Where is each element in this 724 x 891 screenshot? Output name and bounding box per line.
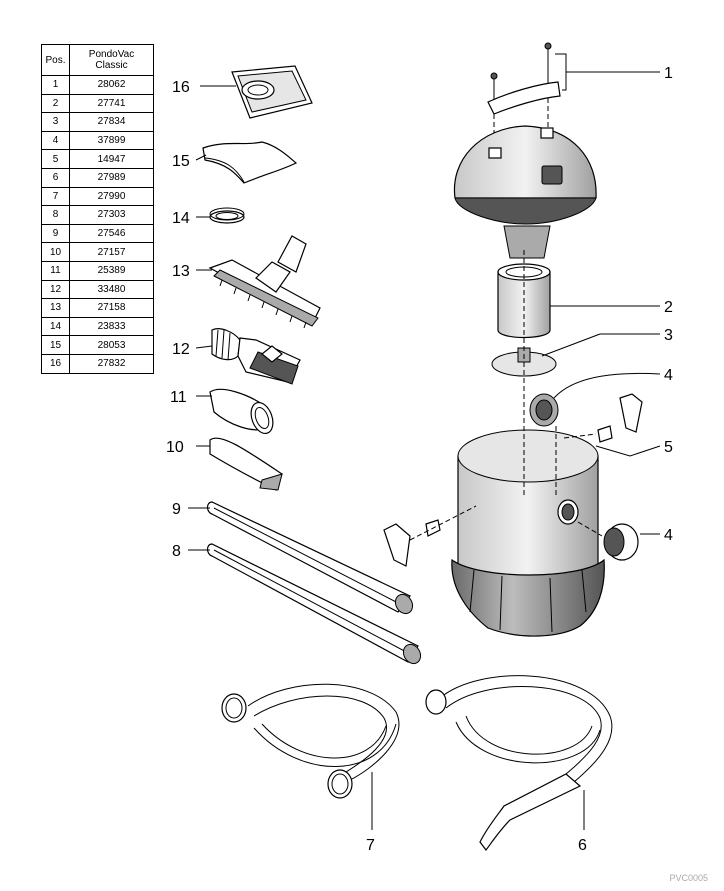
crevice-nozzle-part (196, 437, 283, 491)
floor-nozzle-part (196, 235, 321, 329)
callout-5: 5 (664, 439, 673, 456)
table-header-row: Pos. PondoVac Classic (41, 44, 154, 76)
row-part-number: 27832 (69, 353, 154, 374)
row-part-number: 23833 (69, 316, 154, 337)
callout-15: 15 (172, 153, 190, 170)
inlet-connector-part (529, 372, 661, 427)
callout-8: 8 (172, 543, 181, 560)
callout-2: 2 (664, 299, 673, 316)
callout-6: 6 (578, 837, 587, 854)
brush-nozzle-part (195, 328, 301, 385)
callout-11: 11 (170, 389, 187, 406)
header-model: PondoVac Classic (69, 44, 154, 76)
row-pos: 16 (41, 353, 70, 374)
callout-9: 9 (172, 501, 181, 518)
row-part-number: 27157 (69, 242, 154, 262)
motor-head-part (453, 125, 597, 259)
extension-tube-part-2 (188, 543, 422, 665)
callout-12: 12 (172, 341, 190, 358)
callout-16: 16 (172, 79, 190, 96)
hose-adapter-part (196, 388, 274, 435)
seal-ring-part (196, 207, 245, 224)
assembly-guide-lines (409, 250, 603, 541)
outlet-cap-part (603, 523, 660, 561)
callout-10: 10 (166, 439, 184, 456)
header-model-line1: PondoVac (88, 49, 135, 60)
filter-bag-part (200, 65, 313, 119)
callout-7: 7 (366, 837, 375, 854)
callout-4-inlet: 4 (664, 367, 673, 384)
header-pos: Pos. (41, 44, 70, 76)
callout-13: 13 (172, 263, 190, 280)
clip-part (383, 393, 661, 567)
top-mount-part (487, 42, 660, 150)
row-part-number: 27989 (69, 167, 154, 188)
callout-3: 3 (664, 327, 673, 344)
filter-plate-part (491, 333, 660, 377)
row-part-number: 28053 (69, 335, 154, 355)
header-model-line2: Classic (95, 60, 128, 71)
row-part-number: 25389 (69, 260, 154, 281)
hose-part-left (221, 683, 400, 830)
callout-14: 14 (172, 210, 190, 227)
hose-part-right (425, 675, 613, 852)
row-part-number: 27158 (69, 298, 154, 318)
filter-cylinder-part (497, 263, 660, 339)
tank-part (451, 429, 605, 637)
callout-1: 1 (664, 65, 673, 82)
cloth-part (195, 141, 298, 184)
callout-4-cap: 4 (664, 527, 673, 544)
drawing-code: PVC0005 (669, 873, 708, 883)
row-pos: 13 (41, 298, 70, 318)
extension-tube-part (188, 501, 414, 615)
callout-labels: 1 2 3 4 5 4 6 7 8 9 10 11 12 13 14 15 16 (166, 65, 673, 854)
row-part-number: 33480 (69, 279, 154, 300)
